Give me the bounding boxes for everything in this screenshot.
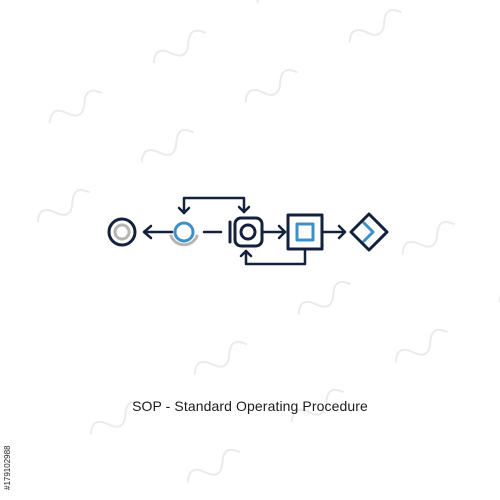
diamond-icon: [349, 212, 389, 252]
loop-arrow-bottom-icon: [239, 249, 307, 266]
merge-node-icon: [228, 216, 264, 248]
double-circle-icon: [107, 217, 137, 247]
arrow-left-icon: [142, 224, 174, 240]
stock-id-label: #179102988: [3, 445, 12, 491]
circle-icon: [169, 221, 199, 247]
caption-text: SOP - Standard Operating Procedure: [132, 398, 368, 414]
square-icon: [286, 213, 324, 251]
arrow-right-icon: [322, 224, 347, 240]
arrow-right-icon: [261, 224, 287, 240]
loop-arrow-top-icon: [177, 196, 251, 215]
